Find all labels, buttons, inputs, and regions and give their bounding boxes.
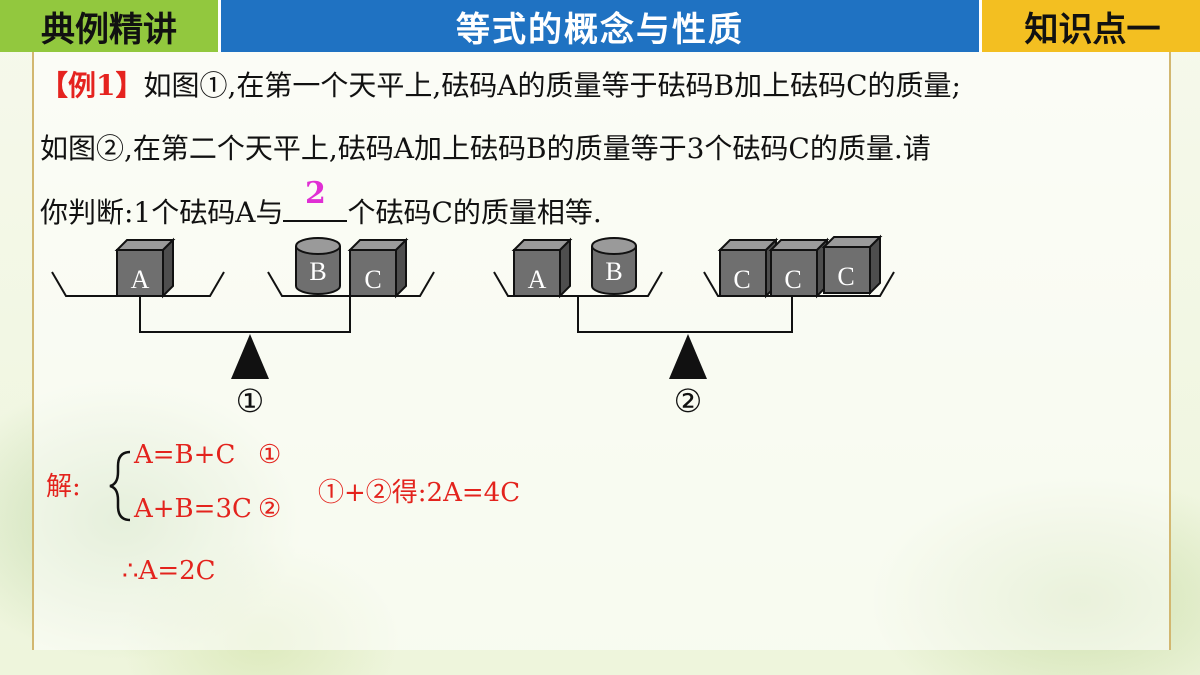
weight-label: A [131,265,150,294]
answer-value: 2 [305,176,326,211]
scale-2-fulcrum [669,334,707,379]
problem-text-2: 如图②,在第二个天平上,砝码A加上砝码B的质量等于3个砝码C的质量.请 [40,132,931,165]
equation-2: A+B=3C [134,494,252,524]
knowledge-point-label: 知识点一 [979,0,1200,52]
section-label: 典例精讲 [0,0,221,52]
weight-label: C [784,265,801,294]
weight-label: C [837,262,854,291]
answer-blank: 2 [283,176,348,222]
example-tag: 【例1】 [40,69,144,102]
scale-1-fulcrum [231,334,269,379]
scale-1-beam [139,296,351,333]
scale-2-label: ② [674,382,703,420]
scale-1-label: ① [236,382,265,420]
scale-2-beam [577,296,793,333]
weight-label: B [605,257,622,286]
weight-label: B [309,257,326,286]
weight-label: C [364,265,381,294]
problem-line-3: 你判断:1个砝码A与 2 个砝码C的质量相等. [40,176,602,231]
balance-scale-2: A B C C C ② [493,236,895,420]
system-brace [109,450,131,522]
weight-label: C [733,265,750,294]
problem-line-2: 如图②,在第二个天平上,砝码A加上砝码B的质量等于3个砝码C的质量.请 [40,127,931,167]
header-bar: 典例精讲 等式的概念与性质 知识点一 [0,0,1200,52]
content-panel [32,52,1171,650]
combined-equation: ①+②得:2A=4C [318,478,521,508]
problem-text-3b: 个砝码C的质量相等. [347,196,602,229]
equation-1: A=B+C [134,440,236,470]
solution-label: 解: [46,472,81,502]
equation-1-mark: ① [258,440,282,470]
equation-2-mark: ② [258,494,282,524]
problem-text-3a: 你判断:1个砝码A与 [40,196,284,229]
conclusion: ∴A=2C [122,556,216,586]
problem-text-1: 如图①,在第一个天平上,砝码A的质量等于砝码B加上砝码C的质量; [143,69,961,102]
weight-label: A [528,265,547,294]
balance-scale-1: A B C ① [51,237,435,420]
problem-line-1: 【例1】如图①,在第一个天平上,砝码A的质量等于砝码B加上砝码C的质量; [40,64,961,104]
page-title: 等式的概念与性质 [221,0,979,52]
